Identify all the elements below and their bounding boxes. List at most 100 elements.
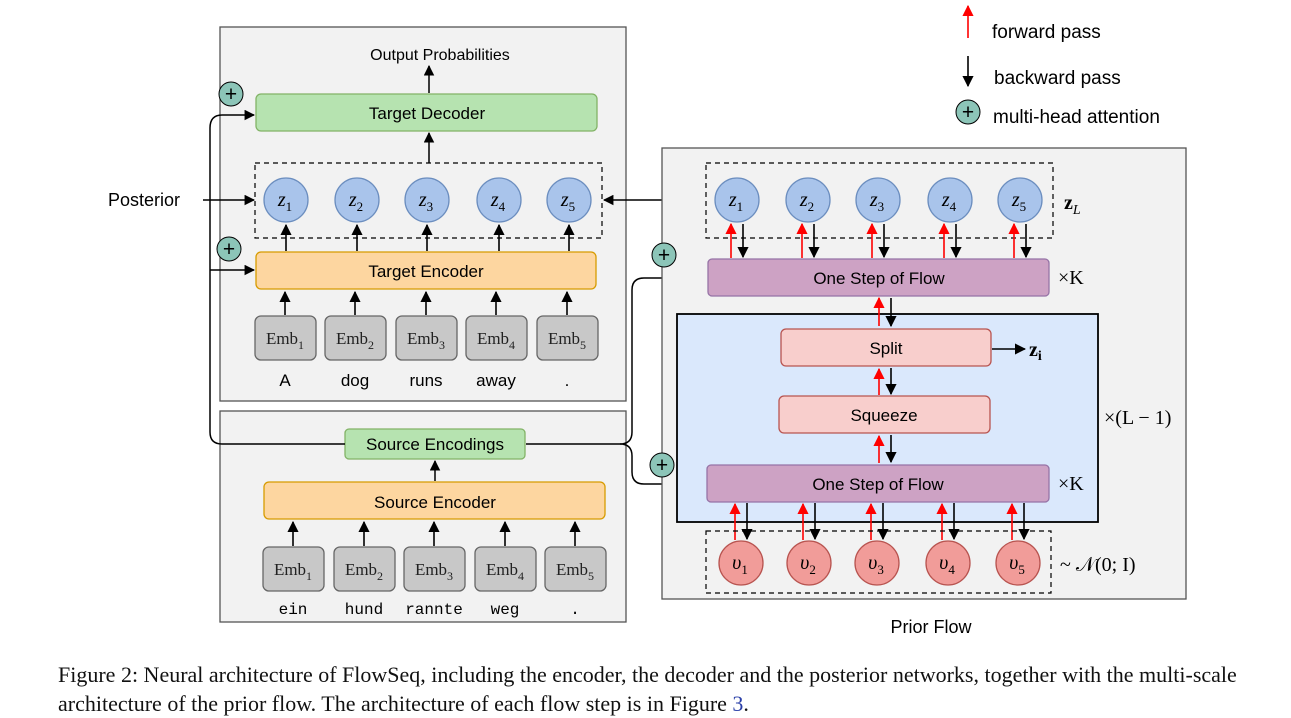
decoder-latent-nodes: z1 z2 z3 z4 z5 (263, 177, 592, 223)
bottom-flow-arrows (729, 502, 1030, 541)
embedding-box: Emb5 (536, 315, 599, 361)
svg-text:Emb3: Emb3 (415, 560, 453, 583)
caption-end: . (743, 691, 749, 716)
prior-latent-node: z2 (785, 177, 831, 223)
svg-text:υ3: υ3 (868, 552, 884, 577)
svg-text:+: + (656, 454, 668, 477)
svg-text:z2: z2 (799, 189, 814, 214)
svg-text:Emb2: Emb2 (345, 560, 383, 583)
latent-node: z2 (334, 177, 380, 223)
figure-reference-link[interactable]: 3 (732, 691, 744, 716)
embedding-box: Emb3 (403, 546, 466, 592)
svg-text:z3: z3 (418, 189, 433, 214)
svg-text:z2: z2 (348, 189, 363, 214)
latent-node: z4 (476, 177, 522, 223)
svg-text:+: + (658, 244, 670, 267)
source-word: ein (279, 601, 308, 619)
prior-latent-nodes: z1 z2 z3 z4 z5 (714, 177, 1043, 223)
svg-text:z4: z4 (490, 189, 506, 214)
target-word: runs (409, 371, 442, 390)
target-word: . (565, 371, 570, 390)
target-encoder-label: Target Encoder (368, 262, 484, 281)
embedding-box: Emb1 (254, 315, 317, 361)
source-encoder-box (263, 481, 606, 520)
legend: forward pass backward pass + multi-head … (955, 4, 1160, 128)
source-embeddings: Emb1 Emb2 Emb3 Emb4 Emb5 (262, 546, 607, 592)
output-probabilities-label: Output Probabilities (370, 47, 510, 64)
svg-text:+: + (225, 83, 237, 106)
embedding-box: Emb2 (333, 546, 396, 592)
split-label: Split (869, 339, 902, 358)
latent-node: z3 (404, 177, 450, 223)
svg-text:z3: z3 (869, 189, 884, 214)
svg-text:υ5: υ5 (1009, 552, 1025, 577)
svg-text:Emb4: Emb4 (477, 329, 515, 352)
embedding-box: Emb1 (262, 546, 325, 592)
target-embeddings: Emb1 Emb2 Emb3 Emb4 Emb5 (254, 315, 599, 361)
flow-step-top-label: One Step of Flow (813, 269, 945, 288)
source-encodings-label: Source Encodings (366, 435, 504, 454)
svg-text:+: + (223, 238, 235, 261)
squeeze-box (778, 395, 991, 434)
figure-caption: Figure 2: Neural architecture of FlowSeq… (58, 660, 1258, 718)
flow-step-bottom-label: One Step of Flow (812, 475, 944, 494)
svg-text:z4: z4 (941, 189, 957, 214)
svg-text:z1: z1 (277, 189, 292, 214)
attention-icon: + (955, 99, 981, 125)
attention-icon: + (649, 452, 675, 478)
prior-latent-group-box (705, 162, 1054, 239)
source-word: weg (491, 601, 520, 619)
svg-text:z5: z5 (1011, 189, 1026, 214)
legend-forward-label: forward pass (992, 22, 1101, 43)
encoder-panel: Source Encodings Source Encoder Emb1 Emb2… (219, 410, 627, 623)
svg-text:Emb1: Emb1 (266, 329, 304, 352)
caption-text: Figure 2: Neural architecture of FlowSeq… (58, 662, 1237, 716)
posterior-label: Posterior (108, 190, 180, 210)
svg-text:υ1: υ1 (732, 552, 748, 577)
attention-icon: + (218, 81, 244, 107)
encoder-to-latent-arrows (280, 223, 575, 251)
flow-step-top-box (707, 258, 1050, 297)
prior-flow-title: Prior Flow (890, 617, 972, 637)
svg-text:Emb4: Emb4 (486, 560, 524, 583)
target-encoder-box (255, 251, 597, 290)
target-decoder-box (255, 93, 598, 132)
repeat-label: ×(L − 1) (1104, 407, 1171, 429)
attention-icon: + (651, 242, 677, 268)
source-encoding-connections (209, 109, 708, 490)
prior-latent-node: z4 (927, 177, 973, 223)
svg-text:Emb5: Emb5 (556, 560, 594, 583)
svg-text:z5: z5 (560, 189, 575, 214)
svg-text:Emb1: Emb1 (274, 560, 312, 583)
embedding-box: Emb3 (395, 315, 458, 361)
embedding-box: Emb4 (474, 546, 537, 592)
flow-step-bottom-box (706, 464, 1050, 503)
legend-attention-label: multi-head attention (993, 107, 1160, 128)
embedding-box: Emb2 (324, 315, 387, 361)
svg-text:Emb3: Emb3 (407, 329, 445, 352)
legend-backward-label: backward pass (994, 68, 1121, 89)
prior-latent-node: z1 (714, 177, 760, 223)
embedding-box: Emb4 (465, 315, 528, 361)
latent-node: z5 (546, 177, 592, 223)
times-k-top: ×K (1058, 267, 1084, 289)
latent-group-box (254, 162, 603, 239)
noise-distribution-label: ~ 𝒩(0; I) (1060, 554, 1136, 576)
source-word: . (570, 601, 580, 619)
target-word: A (279, 371, 291, 390)
source-encoder-label: Source Encoder (374, 493, 496, 512)
svg-text:Emb5: Emb5 (548, 329, 586, 352)
noise-group-box (705, 530, 1052, 594)
top-flow-arrows (725, 222, 1032, 259)
svg-text:Emb2: Emb2 (336, 329, 374, 352)
noise-node: υ4 (925, 540, 971, 586)
target-word: away (476, 371, 516, 390)
source-word: hund (345, 601, 383, 619)
source-embedding-arrows (287, 520, 581, 546)
